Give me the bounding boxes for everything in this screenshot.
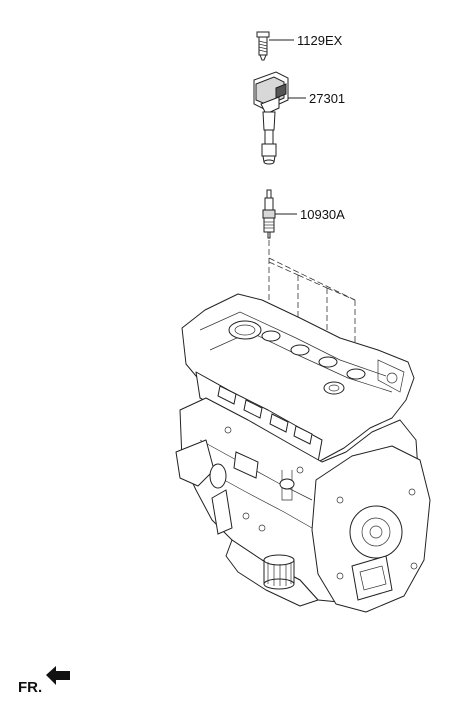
installation-guide-lines [268, 240, 356, 365]
front-indicator-label: FR. [18, 679, 42, 696]
ignition-coil-icon[interactable] [253, 71, 289, 165]
bolt-icon[interactable] [256, 31, 270, 61]
engine-block-icon [175, 293, 431, 613]
part-number-spark-plug[interactable]: 10930A [300, 207, 345, 222]
part-number-ignition-coil[interactable]: 27301 [309, 91, 345, 106]
part-number-bolt[interactable]: 1129EX [297, 33, 343, 48]
spark-plug-icon[interactable] [262, 189, 276, 239]
arrow-left-icon [46, 666, 70, 685]
